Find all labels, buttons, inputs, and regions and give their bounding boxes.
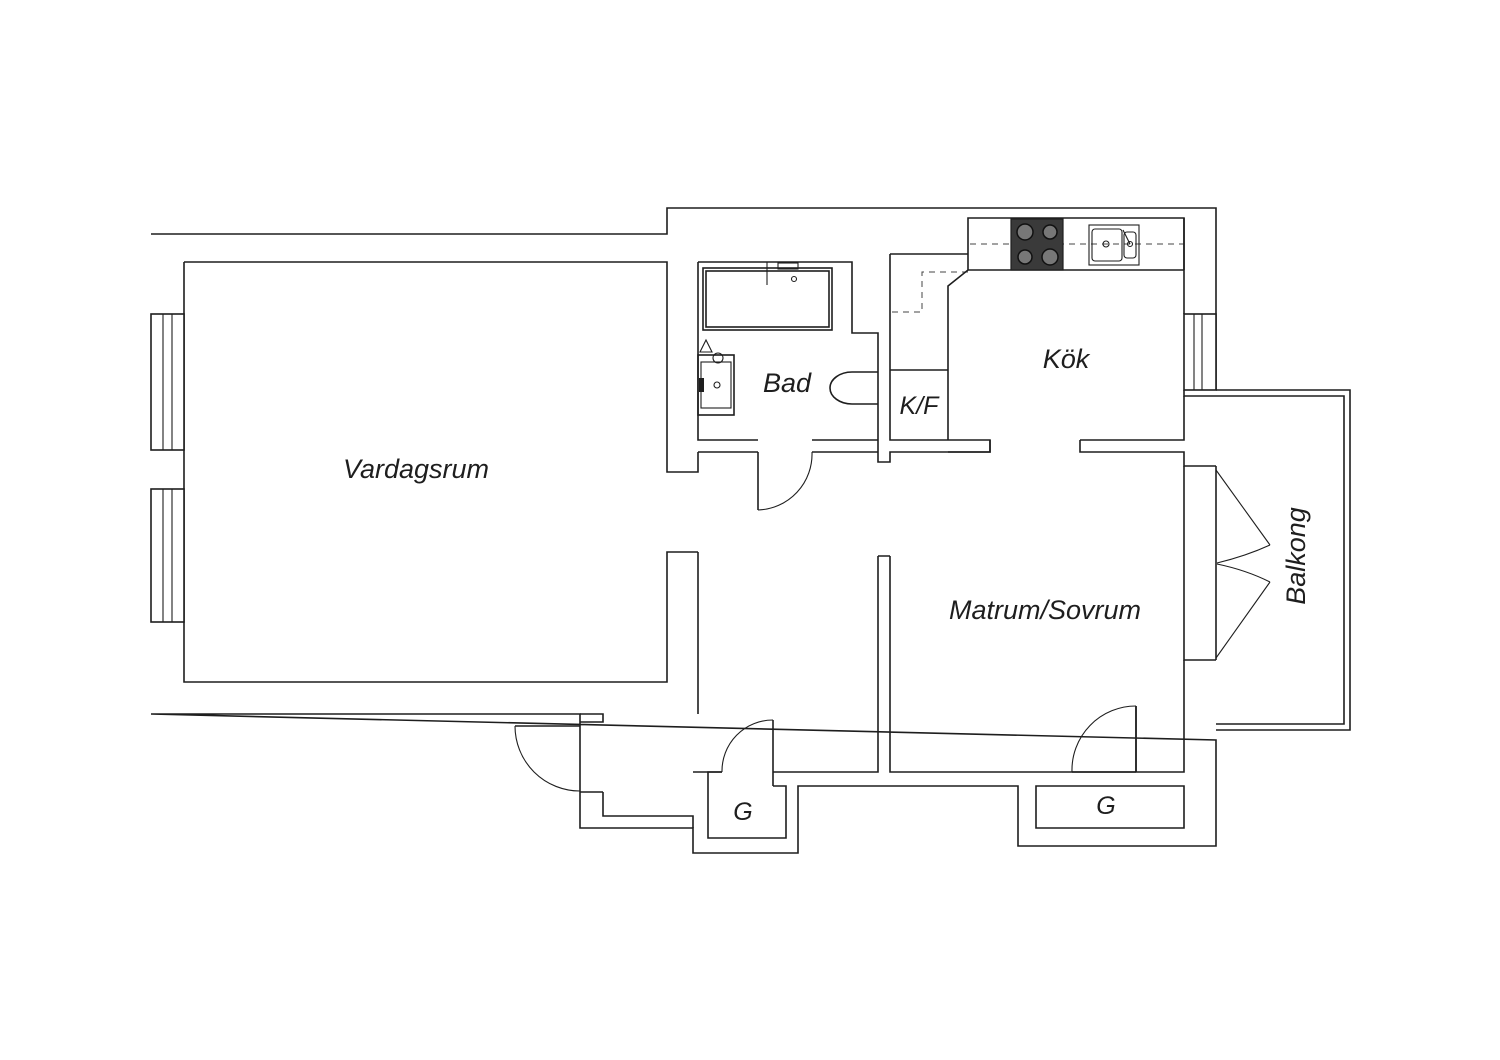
entrance-door — [514, 725, 581, 792]
kitchen-right-wall — [1183, 218, 1216, 397]
bathroom-walls — [697, 261, 991, 463]
balcony-door — [1215, 466, 1271, 660]
toilet — [829, 371, 878, 405]
kitchen-sink — [1088, 224, 1140, 266]
label-kf: K/F — [900, 392, 941, 420]
entrance-walls — [580, 713, 774, 828]
window-living-bottom — [150, 488, 185, 623]
closet-g1 — [707, 719, 787, 839]
stove — [1010, 218, 1064, 271]
label-kok: Kök — [1043, 344, 1091, 374]
kf-dashed — [892, 271, 968, 313]
label-g2: G — [1096, 792, 1115, 820]
label-matrum-sovrum: Matrum/Sovrum — [949, 595, 1141, 625]
window-kitchen — [1183, 313, 1217, 391]
kf-closet-walls — [889, 253, 968, 441]
label-g1: G — [733, 798, 752, 826]
living-room-walls — [183, 261, 699, 714]
bathroom-sink — [697, 338, 735, 416]
bathroom-door — [757, 451, 813, 511]
kitchen-walls — [947, 217, 1216, 467]
exterior-wall — [150, 207, 1217, 854]
label-balkong: Balkong — [1281, 507, 1311, 605]
window-living-top — [150, 313, 185, 451]
label-bad: Bad — [763, 368, 812, 398]
bathtub — [702, 262, 833, 331]
balcony — [1216, 389, 1351, 731]
matrum-right-wall — [1136, 660, 1185, 773]
label-vardagsrum: Vardagsrum — [343, 454, 489, 484]
closet-g2 — [1035, 705, 1185, 829]
hall-walls — [773, 466, 1216, 773]
